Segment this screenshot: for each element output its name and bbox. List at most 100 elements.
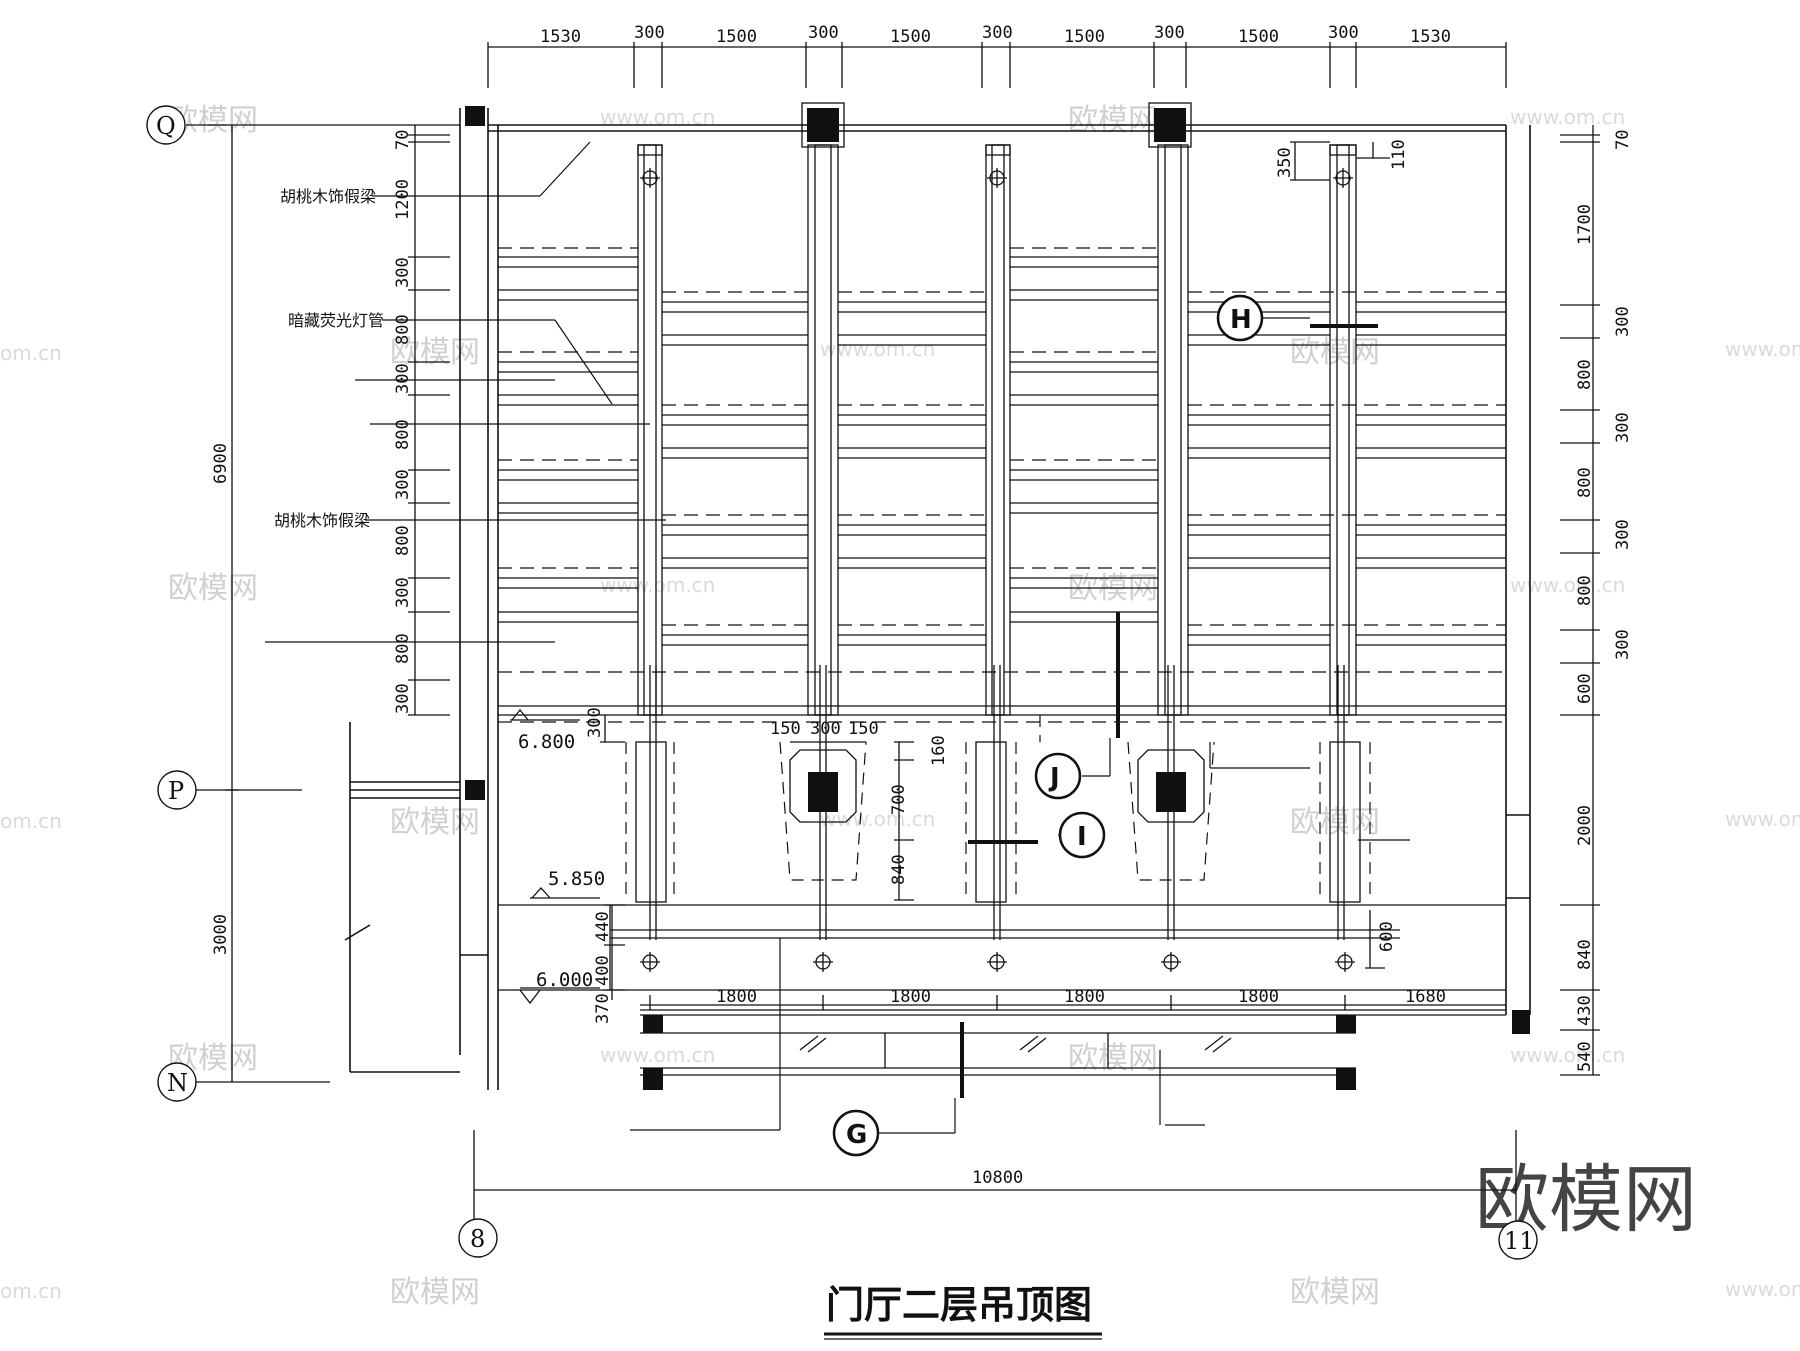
dim-label: 430 [1575, 995, 1595, 1026]
bottom-dimension-chain [640, 995, 1506, 1010]
watermark: 欧模网 [168, 571, 258, 606]
dim-label: 370 [593, 993, 613, 1024]
note-walnut-beam-top: 胡桃木饰假梁 [280, 187, 376, 206]
dim-label: 800 [1575, 359, 1595, 390]
watermark: om.cn [0, 809, 62, 833]
dim-label: 1500 [1064, 27, 1105, 47]
section-tag-i: I [1077, 822, 1087, 852]
dim-label: 300 [634, 23, 665, 43]
axis-labels: Q P N 8 11 10800 6900 3000 [156, 112, 1535, 1255]
axis-lines [184, 124, 1517, 1228]
dim-label: 150 [848, 719, 879, 739]
note-leaders [265, 141, 1410, 1131]
right-dimension-chain [1560, 125, 1600, 1076]
dim-label: 300 [585, 707, 605, 738]
level-label-6800: 6.800 [518, 731, 575, 753]
dim-label: 300 [393, 577, 413, 608]
dim-label: 1500 [890, 27, 931, 47]
section-tag-labels: H J I G [846, 305, 1252, 1150]
dim-label: 300 [982, 23, 1013, 43]
dim-label: 1530 [1410, 27, 1451, 47]
dim-label: 110 [1389, 139, 1409, 170]
dim-label: 300 [1154, 23, 1185, 43]
dim-label: 160 [929, 735, 949, 766]
dim-label: 300 [393, 363, 413, 394]
dim-label: 300 [1613, 306, 1633, 337]
dim-label: 300 [808, 23, 839, 43]
dim-label: 400 [593, 955, 613, 986]
dim-label: 1700 [1575, 204, 1595, 245]
material-notes: 胡桃木饰假梁 暗藏荧光灯管 胡桃木饰假梁 [274, 187, 384, 530]
watermark: 欧模网 [1290, 335, 1380, 370]
dim-label: 840 [889, 854, 909, 885]
dim-label: 1800 [890, 987, 931, 1007]
top-dimension-chain [487, 42, 1507, 88]
left-dimension-labels: 70 1200 300 800 300 800 300 800 300 800 … [393, 130, 613, 1024]
watermark: 欧模网 [390, 805, 480, 840]
overall-dim-3000: 3000 [211, 914, 231, 955]
watermark: 欧模网 [1290, 1275, 1380, 1310]
dim-label: 350 [1275, 147, 1295, 178]
dim-label: 700 [889, 784, 909, 815]
note-hidden-fluorescent: 暗藏荧光灯管 [288, 311, 384, 330]
top-dimension-labels: 1530 300 1500 300 1500 300 1500 300 1500… [540, 23, 1451, 47]
wall-outline [344, 108, 1531, 1090]
watermark: 欧模网 [390, 1275, 480, 1310]
section-cut-leaders [876, 317, 1310, 1134]
dim-label: 800 [393, 314, 413, 345]
inner-dimension-lines [600, 141, 1390, 969]
drawing-title: 门厅二层吊顶图 [826, 1282, 1092, 1327]
ceiling-slats [498, 256, 1506, 716]
dim-label: 800 [393, 419, 413, 450]
structural-columns [465, 106, 1530, 1090]
dim-label: 1200 [393, 179, 413, 220]
axis-label-n: N [167, 1069, 188, 1097]
right-dimension-labels: 70 1700 300 800 300 800 300 800 300 600 … [1575, 130, 1633, 1072]
dim-label: 300 [1613, 412, 1633, 443]
axis-label-q: Q [156, 112, 176, 140]
watermark: 欧模网 [390, 335, 480, 370]
dim-label: 300 [1613, 629, 1633, 660]
watermark: www.om.cn [1510, 105, 1625, 129]
false-beams [637, 144, 1357, 716]
dim-label: 800 [1575, 467, 1595, 498]
dim-label: 300 [393, 469, 413, 500]
dim-label: 300 [393, 683, 413, 714]
watermark: www.om.cn [1510, 573, 1625, 597]
dim-label: 600 [1377, 921, 1397, 952]
section-tag-j: J [1048, 763, 1060, 793]
watermark: www.om.cn [600, 1043, 715, 1067]
watermark: om.cn [0, 1279, 62, 1303]
dim-label: 70 [393, 130, 413, 150]
dim-label: 800 [393, 633, 413, 664]
level-labels: 6.800 5.850 6.000 [518, 731, 605, 991]
level-label-5850: 5.850 [548, 868, 605, 890]
column-casings [801, 102, 1192, 148]
axis-label-11: 11 [1504, 1227, 1535, 1255]
inner-dimension-labels: 350 110 300 150 300 150 160 700 840 600 [585, 139, 1409, 952]
dim-label: 540 [1575, 1041, 1595, 1072]
dim-label: 1500 [1238, 27, 1279, 47]
watermark-layer: 欧模网 www.om.cn 欧模网 www.om.cn om.cn 欧模网 ww… [0, 103, 1800, 1310]
level-label-6000: 6.000 [536, 969, 593, 991]
watermark: www.om.cn [1510, 1043, 1625, 1067]
dim-label: 70 [1613, 130, 1633, 150]
hidden-lighting-lines [498, 247, 1506, 723]
dim-label: 2000 [1575, 805, 1595, 846]
dim-label: 150 [770, 719, 801, 739]
watermark: www.om.cn [1725, 337, 1800, 361]
dim-label: 1500 [716, 27, 757, 47]
section-tag-g: G [846, 1120, 867, 1150]
dim-label: 600 [1575, 673, 1595, 704]
dim-label: 1800 [716, 987, 757, 1007]
dim-label: 300 [1328, 23, 1359, 43]
watermark: www.om.cn [1725, 1277, 1800, 1301]
lower-dashed-outlines [625, 715, 1371, 902]
watermark: 欧模网 [1290, 805, 1380, 840]
watermark: om.cn [0, 341, 62, 365]
axis-bubbles [146, 105, 1538, 1260]
note-walnut-beam-mid: 胡桃木饰假梁 [274, 511, 370, 530]
light-fixture-markers [640, 168, 1355, 972]
